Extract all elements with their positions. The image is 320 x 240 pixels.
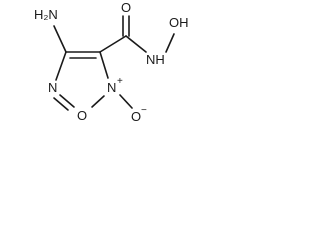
bond-n-oxide-o xyxy=(119,94,133,109)
structure-canvas: H₂N O OH NH N O N + O − xyxy=(0,0,194,144)
amino-label: H₂N xyxy=(34,7,58,22)
bond-c3-carbonyl xyxy=(99,35,127,53)
n-oxide-positive-charge: + xyxy=(117,76,123,87)
chemical-structure: H₂N O OH NH N O N + O − xyxy=(34,0,189,124)
bond-c4-nh2 xyxy=(53,25,67,53)
ring-nitrogen-left-label: N xyxy=(48,80,57,95)
bond-c4-n-left xyxy=(55,51,67,81)
hydroxyl-label: OH xyxy=(169,15,189,30)
bond-c3-n-oxide xyxy=(99,51,109,79)
carbonyl-oxygen-label: O xyxy=(121,0,131,15)
bond-n-left-o-inner xyxy=(53,97,69,111)
nh-label: NH xyxy=(146,52,165,67)
bond-n-left-o xyxy=(59,94,75,108)
bond-o-n-oxide xyxy=(91,95,105,108)
bond-nh-oh xyxy=(165,33,175,53)
ring-nitrogen-oxide-label: N xyxy=(107,80,116,95)
oxide-negative-charge: − xyxy=(141,105,147,116)
oxide-oxygen-label: O xyxy=(131,109,141,124)
ring-oxygen-label: O xyxy=(77,108,87,123)
bond-carbonyl-nh xyxy=(125,35,147,53)
